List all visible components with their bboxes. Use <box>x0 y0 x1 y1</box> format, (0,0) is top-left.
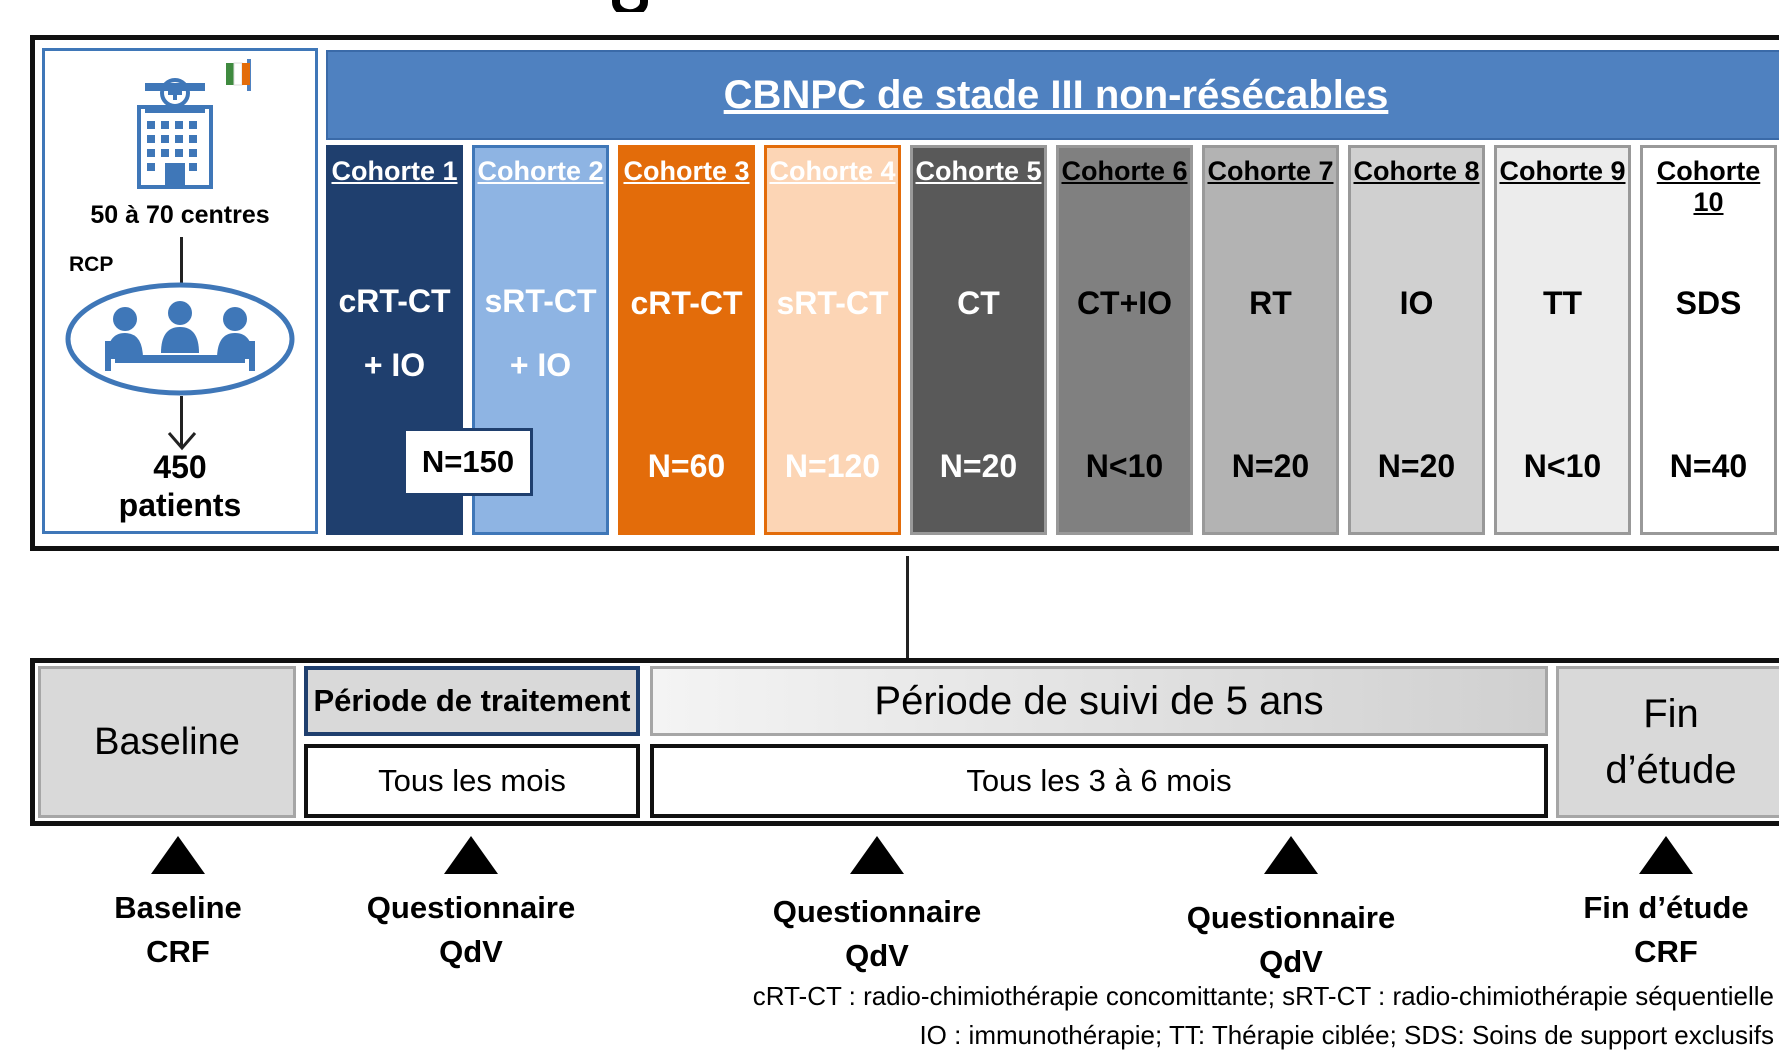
timeline-frame <box>30 658 1779 826</box>
team-meeting-icon <box>65 282 295 396</box>
cohort-name: Cohorte 4 <box>769 156 896 186</box>
cohort-treatment-line1: IO <box>1399 285 1434 321</box>
cohort-3: Cohorte 3 cRT-CT N=60 <box>618 145 755 535</box>
cohort-name: Cohorte 10 <box>1656 156 1761 217</box>
cohort-treatment-line1: SDS <box>1675 285 1742 321</box>
followup-period-header: Période de suivi de 5 ans <box>650 666 1548 736</box>
cohort-9: Cohorte 9 TT N<10 <box>1494 145 1631 535</box>
cohort-treatment-line1: TT <box>1542 285 1583 321</box>
cohort-treatment: cRT-CT <box>621 238 752 368</box>
centers-count: 50 à 70 centres <box>90 201 270 229</box>
cohort-treatment-line1: CT+IO <box>1076 285 1173 321</box>
cohort-8: Cohorte 8 IO N=20 <box>1348 145 1485 535</box>
treatment-frequency: Tous les mois <box>304 744 640 818</box>
cohort-treatment: CT <box>913 238 1044 368</box>
patients-count: 450 <box>153 449 207 485</box>
design-title: CBNPC de stade III non-résécables <box>723 72 1389 117</box>
cohort-n: N<10 <box>1523 448 1602 484</box>
treatment-period-header: Période de traitement <box>304 666 640 736</box>
cohort-10: Cohorte 10 SDS N=40 <box>1640 145 1777 535</box>
cohort-n: N=20 <box>939 448 1018 484</box>
end-line-1: Fin <box>1643 692 1699 736</box>
cohort-4: Cohorte 4 sRT-CT N=120 <box>764 145 901 535</box>
cohort-name: Cohorte 2 <box>477 156 604 186</box>
cohort-n: N=40 <box>1669 448 1748 484</box>
cohort-treatment-line2: + IO <box>363 347 426 383</box>
cropped-title-fragment <box>610 0 650 12</box>
cohort-treatment-line1: sRT-CT <box>776 285 889 321</box>
cohort-n: N=120 <box>784 448 881 484</box>
cohort-treatment: TT <box>1497 238 1628 368</box>
followup-frequency: Tous les 3 à 6 mois <box>650 744 1548 818</box>
cohort-5: Cohorte 5 CT N=20 <box>910 145 1047 535</box>
cohort-name: Cohorte 1 <box>331 156 458 186</box>
milestone-marker-icon <box>1264 836 1318 874</box>
cohort-treatment-line1: CT <box>957 285 1000 321</box>
hospital-icon <box>137 59 251 189</box>
cohort-treatment: sRT-CT + IO <box>475 248 606 418</box>
cohort-name: Cohorte 7 <box>1207 156 1334 186</box>
abbreviation-legend-2: IO : immunothérapie; TT: Thérapie ciblée… <box>919 1020 1774 1050</box>
cohort-n: N=20 <box>1377 448 1456 484</box>
abbreviation-legend-1: cRT-CT : radio-chimiothérapie concomitta… <box>752 981 1774 1011</box>
shared-n-badge: N=150 <box>403 428 533 496</box>
cohort-7: Cohorte 7 RT N=20 <box>1202 145 1339 535</box>
cohort-treatment-line1: sRT-CT <box>484 283 597 319</box>
study-design-frame <box>30 35 1779 551</box>
cohort-treatment: RT <box>1205 238 1336 368</box>
cohort-name: Cohorte 5 <box>915 156 1042 186</box>
cohort-name: Cohorte 8 <box>1353 156 1480 186</box>
cohort-n: N=60 <box>647 448 726 484</box>
end-of-study-phase: Fin d’étude <box>1556 666 1779 818</box>
cohort-n: N=20 <box>1231 448 1310 484</box>
cohort-6: Cohorte 6 CT+IO N<10 <box>1056 145 1193 535</box>
milestone-marker-icon <box>151 836 205 874</box>
rcp-label: RCP <box>69 253 114 276</box>
cohort-treatment: CT+IO <box>1059 238 1190 368</box>
cohort-name: Cohorte 6 <box>1061 156 1188 186</box>
milestone-marker-icon <box>444 836 498 874</box>
cohort-n: N<10 <box>1085 448 1164 484</box>
patients-label: patients <box>118 487 242 523</box>
cohort-name: Cohorte 3 <box>623 156 750 186</box>
cohort-name: Cohorte 9 <box>1499 156 1626 186</box>
design-title-bar: CBNPC de stade III non-résécables <box>326 50 1779 140</box>
rcp-connector <box>180 237 183 287</box>
cohort-treatment: SDS <box>1643 238 1774 368</box>
cohort-treatment-line1: RT <box>1249 285 1292 321</box>
cohort-treatment: IO <box>1351 238 1482 368</box>
baseline-phase: Baseline <box>38 666 296 818</box>
milestone-marker-icon <box>1639 836 1693 874</box>
design-timeline-connector <box>906 556 909 658</box>
population-panel: 50 à 70 centres RCP 450 patients <box>42 48 318 534</box>
arrow-down-connector <box>180 396 183 446</box>
cohort-treatment: cRT-CT + IO <box>329 248 460 418</box>
arrow-down-icon <box>167 432 197 451</box>
end-line-2: d’étude <box>1605 748 1737 792</box>
cohort-treatment: sRT-CT <box>767 238 898 368</box>
cohort-treatment-line1: cRT-CT <box>338 283 451 319</box>
milestone-marker-icon <box>850 836 904 874</box>
cohort-treatment-line2: + IO <box>509 347 572 383</box>
cohort-treatment-line1: cRT-CT <box>630 285 743 321</box>
